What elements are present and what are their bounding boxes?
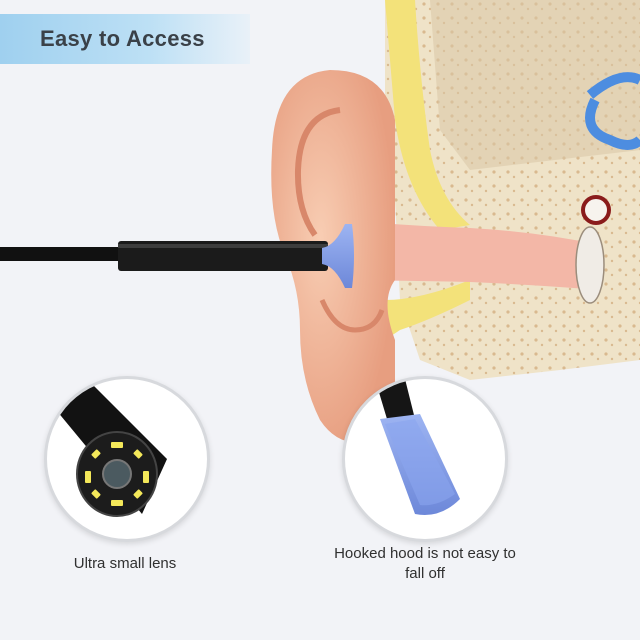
eardrum <box>575 226 605 304</box>
page-title: Easy to Access <box>40 26 205 51</box>
hood-closeup-illustration <box>375 379 460 515</box>
cartilage-upper <box>385 0 470 230</box>
title-banner: Easy to Access <box>0 14 250 64</box>
ear-lobe-fold <box>319 298 385 333</box>
lens-closeup-illustration <box>47 379 167 517</box>
endoscope-probe <box>0 224 354 288</box>
cartilage-lower <box>385 280 470 340</box>
hood-caption: Hooked hood is not easy to fall off <box>334 545 516 582</box>
led-ring-icon <box>85 442 149 506</box>
probe-highlight <box>118 244 328 248</box>
lens-caption: Ultra small lens <box>73 555 177 572</box>
probe-body <box>118 241 328 271</box>
semicircular-canals <box>585 72 640 150</box>
lens-icon <box>102 459 132 489</box>
ossicle <box>581 195 611 225</box>
hood-detail-circle <box>342 376 508 542</box>
lens-detail-circle <box>44 376 210 542</box>
ear-inner-fold <box>294 107 341 237</box>
cable <box>0 247 125 261</box>
hood-tip <box>322 224 354 288</box>
